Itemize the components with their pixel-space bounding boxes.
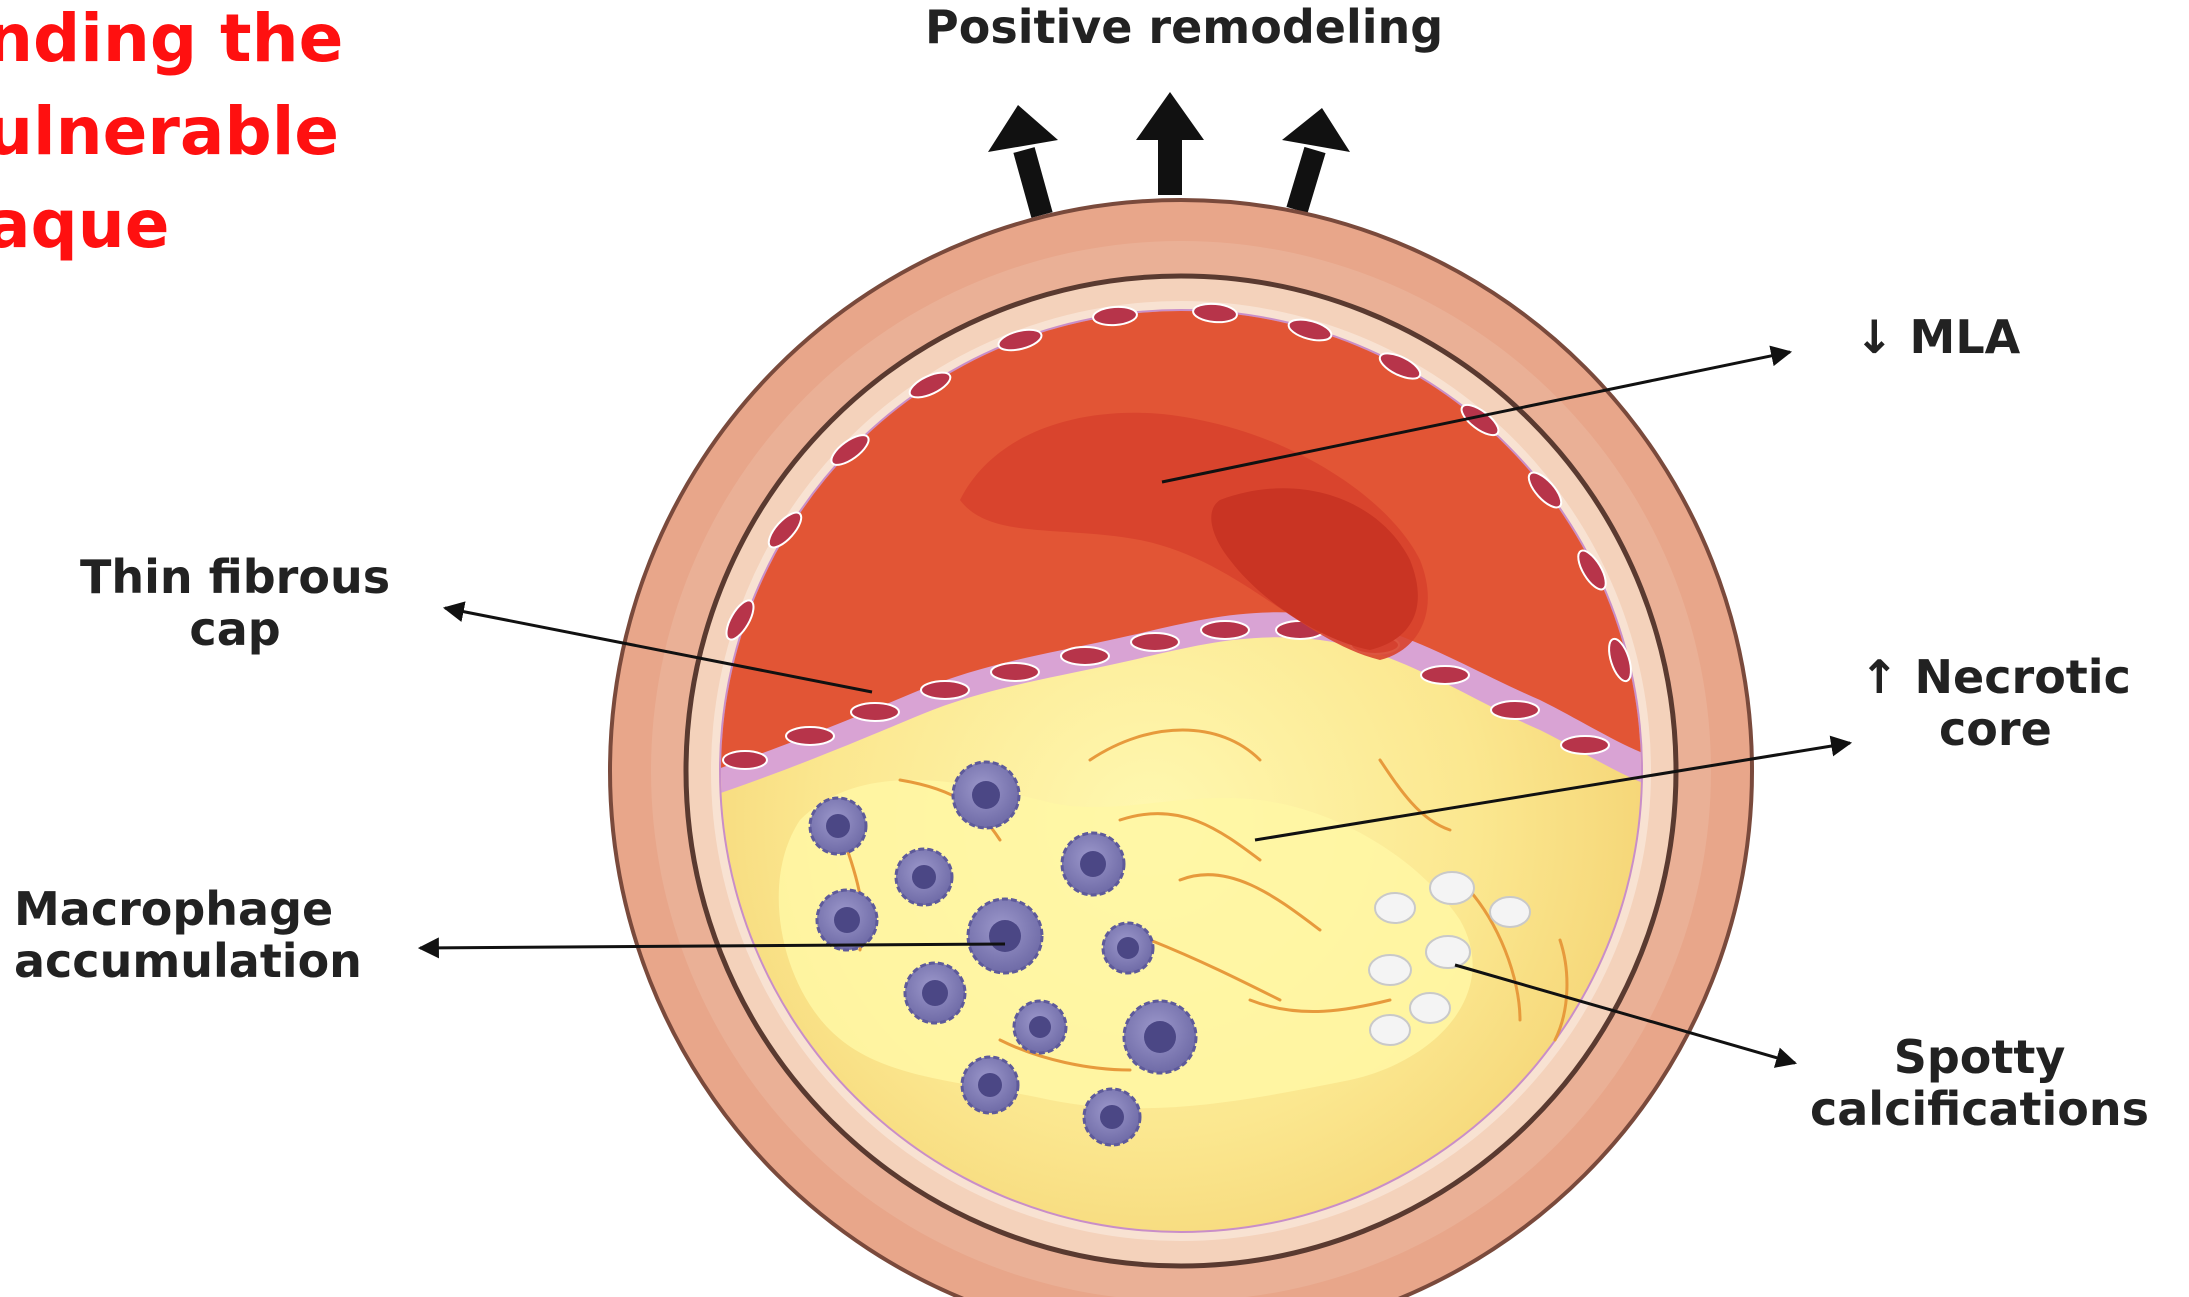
macrophage-accumulation-label: Macrophage accumulation <box>14 884 362 987</box>
macrophage <box>896 849 952 905</box>
macrophage-accumulation-label-line-1: Macrophage <box>14 884 362 936</box>
macrophage <box>810 798 866 854</box>
spotty-calcifications-label-line-1: Spotty <box>1810 1032 2149 1084</box>
remodeling-arrow-left <box>988 105 1058 215</box>
necrotic-core-label-line-2: core <box>1860 704 2131 756</box>
calcification <box>1490 897 1530 927</box>
positive-remodeling-label: Positive remodeling <box>925 2 1443 54</box>
spotty-calcifications-label: Spotty calcifications <box>1810 1032 2149 1135</box>
remodeling-arrow-middle <box>1136 92 1204 195</box>
necrotic-core-label: ↑ Necrotic core <box>1860 652 2131 755</box>
macrophage <box>968 899 1042 973</box>
macrophage <box>1124 1001 1196 1073</box>
calcification <box>1426 936 1470 968</box>
necrotic-core-label-line-1: ↑ Necrotic <box>1860 652 2131 704</box>
macrophage <box>1084 1089 1140 1145</box>
thin-fibrous-cap-label-line-1: Thin fibrous <box>80 552 390 604</box>
calcification <box>1375 893 1415 923</box>
remodeling-arrows <box>988 92 1350 215</box>
calcification <box>1430 872 1474 904</box>
macrophage <box>1014 1001 1066 1053</box>
thin-fibrous-cap-label-line-2: cap <box>80 604 390 656</box>
macrophage <box>953 762 1019 828</box>
macrophage <box>962 1057 1018 1113</box>
calcification <box>1410 993 1450 1023</box>
calcification <box>1370 1015 1410 1045</box>
macrophage <box>905 963 965 1023</box>
macrophage <box>817 890 877 950</box>
calcification <box>1369 955 1411 985</box>
mla-label: ↓ MLA <box>1855 312 2020 364</box>
macrophage-accumulation-label-line-2: accumulation <box>14 936 362 988</box>
remodeling-arrow-right <box>1282 108 1350 210</box>
spotty-calcifications-label-line-2: calcifications <box>1810 1084 2149 1136</box>
macrophage <box>1103 923 1153 973</box>
macrophage <box>1062 833 1124 895</box>
thin-fibrous-cap-label: Thin fibrous cap <box>80 552 390 655</box>
